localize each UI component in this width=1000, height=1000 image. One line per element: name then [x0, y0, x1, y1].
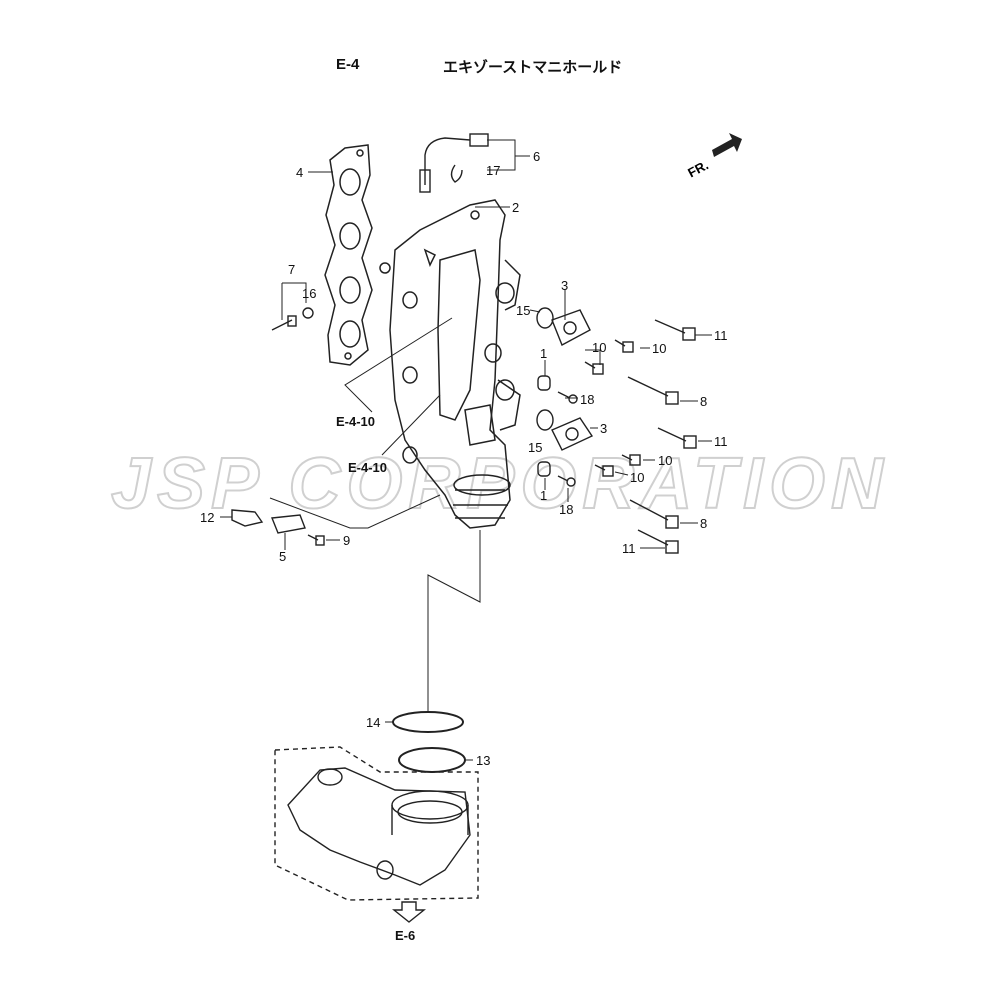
section-code: E-4	[336, 56, 360, 73]
bolt-18-b	[566, 477, 576, 487]
bolt-9	[315, 535, 325, 546]
callout-10-c: 10	[658, 453, 672, 468]
exhaust-manifold-body	[379, 199, 521, 529]
callout-5: 5	[279, 549, 286, 564]
callout-1-upper: 1	[540, 346, 547, 361]
continue-down-arrow-icon	[392, 901, 426, 923]
bracket-5	[271, 514, 306, 534]
bolt-8-a	[665, 391, 679, 405]
callout-12: 12	[200, 510, 214, 525]
callout-13: 13	[476, 753, 490, 768]
callout-14: 14	[366, 715, 380, 730]
section-title: エキゾーストマニホールド	[443, 59, 623, 76]
washer-16	[302, 307, 314, 319]
bolt-11-b	[683, 435, 697, 449]
callout-10-a: 10	[592, 340, 606, 355]
callout-9: 9	[343, 533, 350, 548]
callout-7: 7	[288, 262, 295, 277]
gasket-15-upper	[536, 307, 554, 329]
flange-plate-upper	[551, 309, 591, 346]
callout-11-b: 11	[714, 434, 728, 449]
bolt-10-a	[622, 341, 634, 353]
exhaust-outlet-housing	[274, 746, 479, 901]
bolt-11-a	[682, 327, 696, 341]
bolt-11-c	[665, 540, 679, 554]
callout-numbers: 4 7 16 6 17 2 3 15 1 10 10 11 18 8 3 11 …	[200, 149, 728, 768]
callout-15-upper: 15	[516, 303, 530, 318]
clamp-12	[231, 509, 264, 527]
ref-e-6[interactable]: E-6	[395, 928, 415, 943]
stud-7	[287, 315, 297, 327]
gasket-part	[324, 144, 373, 366]
bolt-18-a	[568, 394, 578, 404]
callout-18-lower: 18	[559, 502, 573, 517]
bolts	[271, 307, 697, 554]
callout-10-b: 10	[652, 341, 666, 356]
bolt-10-b	[592, 363, 604, 375]
leader-lines	[220, 139, 712, 761]
callout-17: 17	[486, 163, 500, 178]
spacer-1-lower	[537, 461, 551, 477]
spacer-1-upper	[537, 375, 551, 391]
bolt-10-c	[629, 454, 641, 466]
callout-2: 2	[512, 200, 519, 215]
callout-15-lower: 15	[528, 440, 542, 455]
o-ring-14	[392, 711, 464, 733]
callout-6: 6	[533, 149, 540, 164]
front-direction-indicator: FR.	[685, 133, 742, 180]
callout-3-upper: 3	[561, 278, 568, 293]
callout-11-c: 11	[622, 541, 636, 556]
callout-8-b: 8	[700, 516, 707, 531]
callout-1-lower: 1	[540, 488, 547, 503]
callout-4: 4	[296, 165, 303, 180]
callout-16: 16	[302, 286, 316, 301]
flange-plate-lower	[551, 417, 594, 451]
ref-e-4-10-upper[interactable]: E-4-10	[336, 414, 375, 429]
callout-8-a: 8	[700, 394, 707, 409]
watermark: JSP CORPORATION	[110, 443, 889, 525]
oxygen-sensor	[419, 133, 489, 193]
watermark-text: JSP CORPORATION	[111, 444, 889, 524]
bolt-8-b	[665, 515, 679, 529]
reference-labels: E-4-10 E-4-10 E-6	[336, 414, 415, 943]
ref-e-4-10-lower[interactable]: E-4-10	[348, 460, 387, 475]
callout-11-a: 11	[714, 328, 728, 343]
front-label: FR.	[685, 157, 711, 180]
front-arrow-icon	[712, 133, 742, 157]
bolt-10-d	[602, 465, 614, 477]
o-ring-13	[398, 747, 466, 773]
callout-10-d: 10	[630, 470, 644, 485]
callout-3-lower: 3	[600, 421, 607, 436]
gasket-15-lower	[536, 409, 554, 431]
callout-18-upper: 18	[580, 392, 594, 407]
